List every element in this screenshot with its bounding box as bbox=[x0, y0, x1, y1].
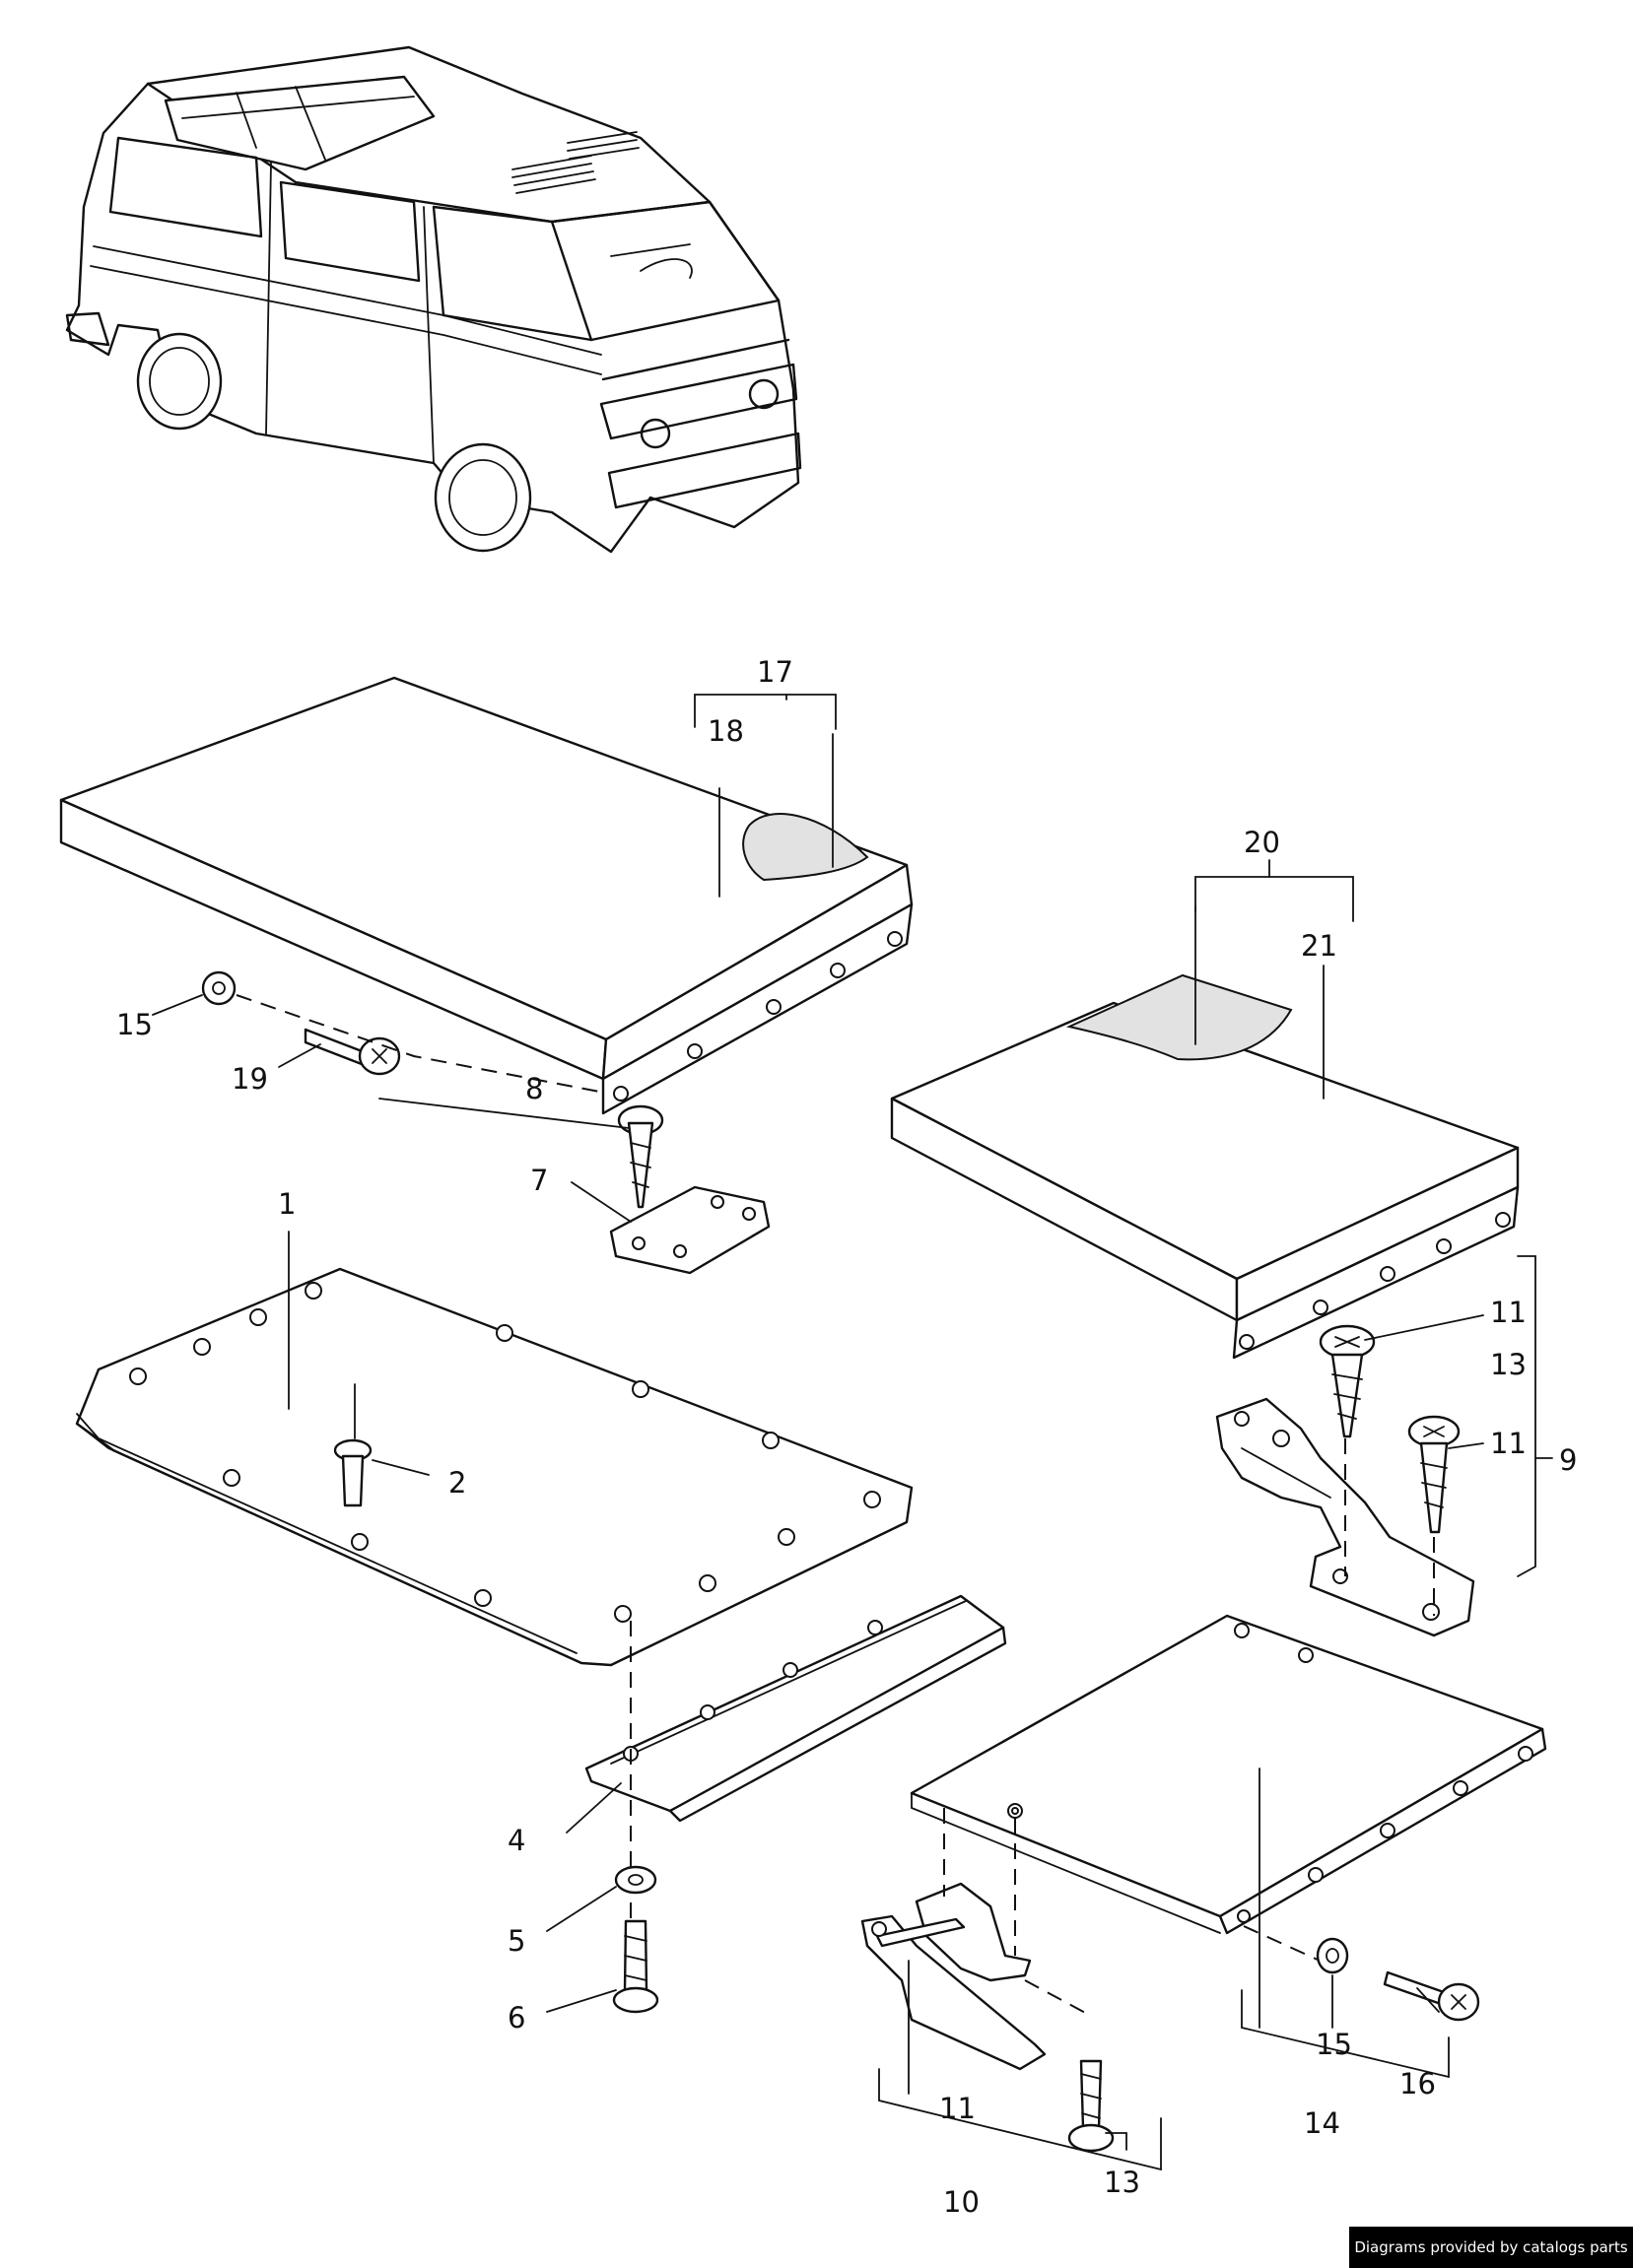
callout-11-lower: 11 bbox=[939, 2092, 976, 2125]
callout-9: 9 bbox=[1559, 1443, 1577, 1477]
callout-14: 14 bbox=[1304, 2106, 1340, 2140]
short-cushion bbox=[890, 876, 1520, 1360]
callout-13-lower: 13 bbox=[1104, 2166, 1140, 2199]
callout-5: 5 bbox=[508, 1924, 525, 1958]
callout-6: 6 bbox=[508, 2001, 525, 2035]
rail-4 bbox=[584, 1594, 1007, 1823]
screw-11-lower bbox=[1407, 1415, 1461, 1534]
bracket-10 bbox=[860, 1882, 1047, 2095]
screw-8 bbox=[617, 1104, 664, 1209]
callout-8: 8 bbox=[525, 1072, 543, 1105]
foam-cutaway-20 bbox=[1065, 973, 1293, 1061]
rivet-2 bbox=[333, 1383, 373, 1507]
roof-box bbox=[164, 75, 436, 171]
callout-15-lower: 15 bbox=[1316, 2028, 1352, 2061]
callout-13-upper: 13 bbox=[1490, 1348, 1527, 1381]
van-illustration bbox=[65, 45, 802, 554]
callout-10: 10 bbox=[943, 2185, 980, 2219]
credit-badge: Diagrams provided by catalogs parts bbox=[1349, 2227, 1633, 2268]
screw-11-upper bbox=[1319, 1324, 1376, 1438]
washer-15-lower bbox=[1316, 1937, 1349, 1974]
callout-labels: 1 2 4 5 6 7 8 9 10 11 11 11 13 13 14 15 … bbox=[116, 655, 1577, 2219]
callout-4: 4 bbox=[508, 1824, 525, 1857]
callout-18: 18 bbox=[708, 714, 744, 748]
callout-21: 21 bbox=[1301, 929, 1337, 963]
callout-15-upper: 15 bbox=[116, 1008, 153, 1041]
washer-15-upper bbox=[201, 970, 237, 1006]
washer-5 bbox=[614, 1865, 657, 1895]
callout-11-middle: 11 bbox=[1490, 1427, 1527, 1460]
callout-11-top: 11 bbox=[1490, 1296, 1527, 1329]
screw-16 bbox=[1383, 1970, 1480, 2022]
callout-20: 20 bbox=[1244, 826, 1280, 859]
long-cushion bbox=[59, 676, 914, 1115]
clip-7 bbox=[609, 1185, 771, 1275]
callout-2: 2 bbox=[448, 1466, 466, 1500]
screw-19 bbox=[304, 1028, 401, 1076]
bolt-6 bbox=[612, 1919, 659, 2014]
foam-cutaway-18 bbox=[742, 813, 869, 882]
leader-lines bbox=[152, 694, 1553, 2029]
callout-17: 17 bbox=[757, 655, 793, 689]
callout-19: 19 bbox=[232, 1062, 268, 1096]
callout-7: 7 bbox=[530, 1164, 548, 1197]
callout-16: 16 bbox=[1399, 2067, 1436, 2101]
screw-13-lower bbox=[1067, 2059, 1115, 2153]
callout-1: 1 bbox=[278, 1187, 296, 1221]
base-plate-1 bbox=[75, 1231, 914, 1667]
base-plate-14 bbox=[910, 1614, 1547, 2029]
